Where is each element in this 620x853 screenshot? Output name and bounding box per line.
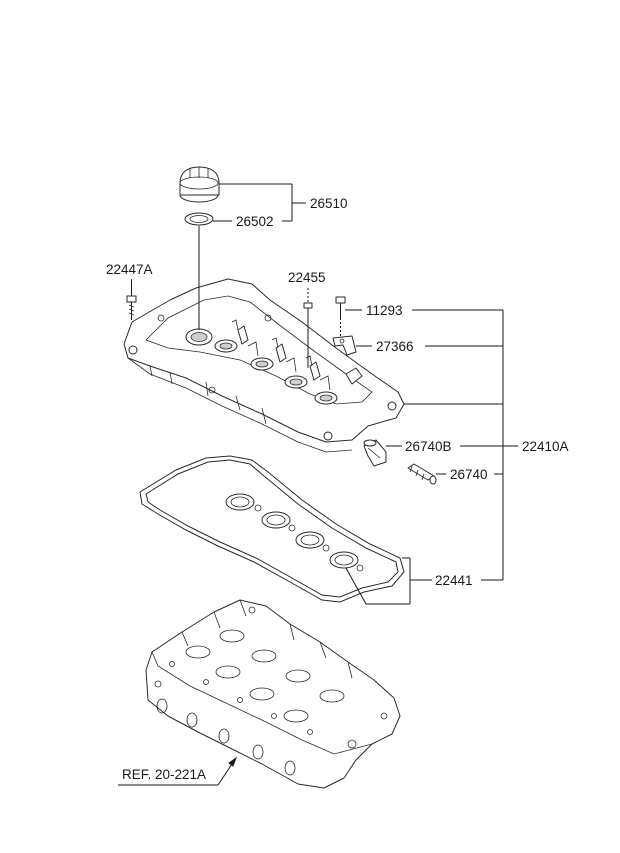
label-26502: 26502 (236, 214, 274, 229)
label-27366: 27366 (376, 339, 414, 354)
filler-cap-gasket (184, 212, 214, 226)
label-ref-20-221A: REF. 20-221A (122, 767, 206, 782)
label-26740: 26740 (450, 467, 488, 482)
cylinder-head (145, 599, 401, 789)
pcv-valve-26740 (407, 463, 437, 485)
label-11293: 11293 (366, 303, 403, 318)
label-22447A: 22447A (106, 262, 153, 277)
rocker-cover (123, 278, 405, 453)
label-22455: 22455 (288, 270, 326, 285)
pcv-grommet-26740B (363, 439, 387, 467)
oil-filler-cap (179, 166, 220, 203)
leader-lines (118, 183, 518, 786)
cover-gasket (139, 455, 405, 603)
bolt-22447A (126, 295, 137, 320)
label-22410A: 22410A (522, 439, 569, 454)
bracket-27366 (332, 335, 357, 356)
bolt-11293 (335, 296, 346, 318)
label-22441: 22441 (435, 573, 473, 588)
label-26740B: 26740B (405, 439, 452, 454)
label-26510: 26510 (310, 196, 348, 211)
bolt-22455 (303, 288, 313, 325)
